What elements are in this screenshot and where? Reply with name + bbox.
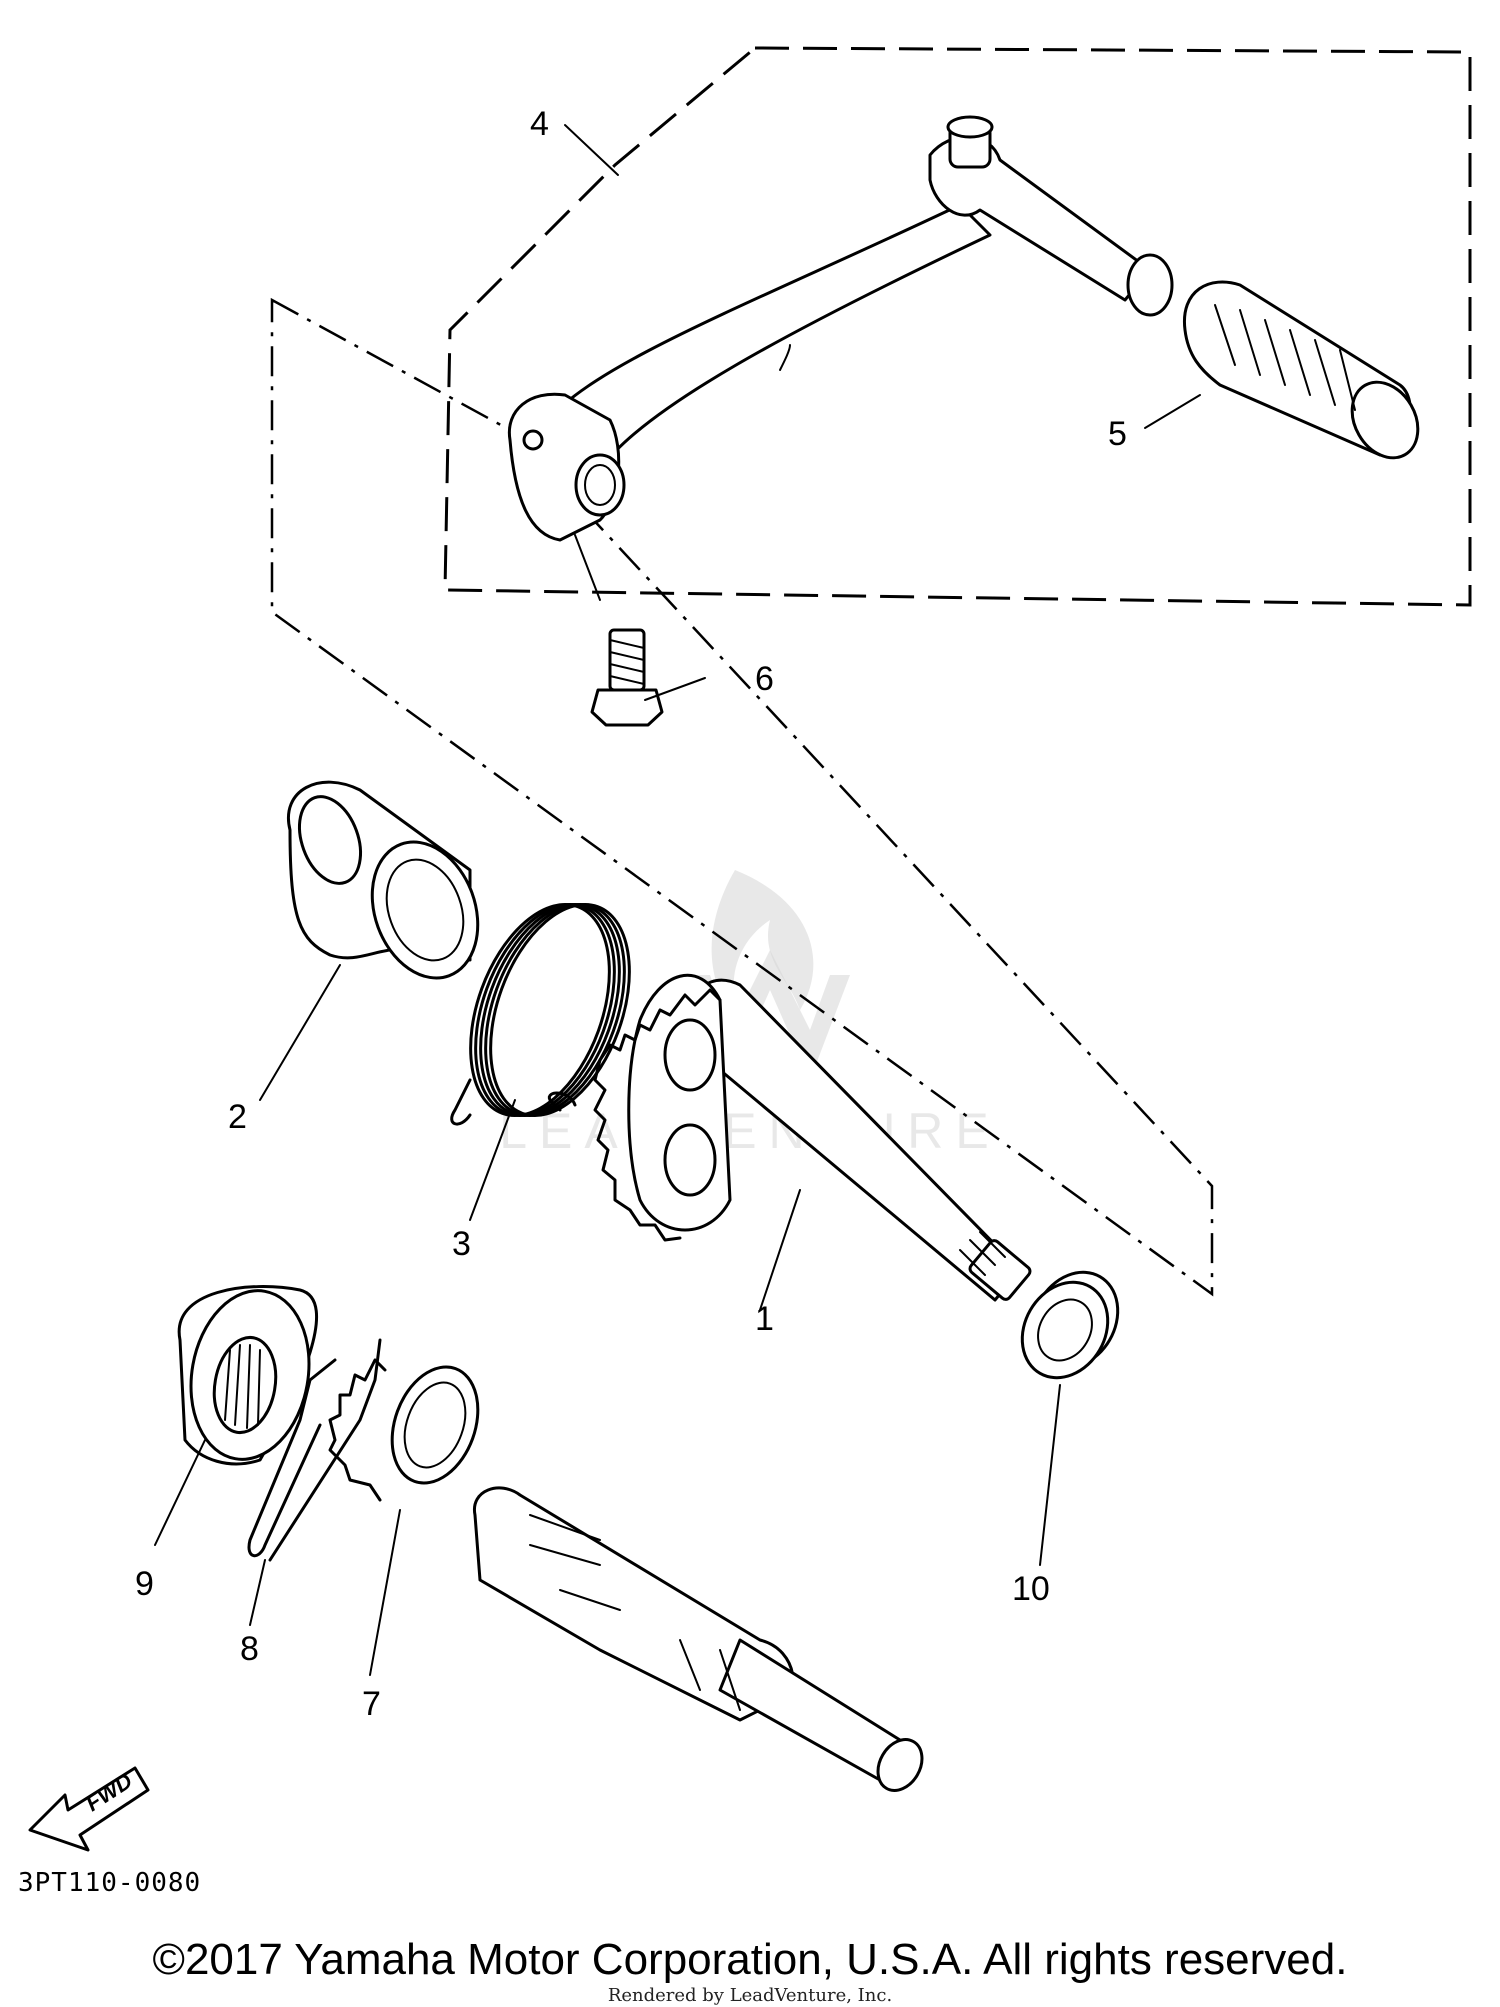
kick-crank-lever — [507, 115, 1174, 542]
assembly-outline — [270, 297, 1214, 1297]
callout-6: 6 — [755, 660, 774, 698]
main-axle — [473, 1486, 924, 1792]
copyright-notice: ©2017 Yamaha Motor Corporation, U.S.A. A… — [152, 1935, 1348, 1984]
callout-5: 5 — [1108, 415, 1127, 453]
leader-lines — [154, 124, 1201, 1676]
callout-8: 8 — [240, 1630, 259, 1668]
kick-gear-shaft — [593, 973, 1032, 1302]
callout-4: 4 — [530, 105, 549, 143]
ratchet-housing — [177, 1285, 318, 1466]
torsion-spring — [450, 902, 631, 1126]
callout-labels: 1 2 3 4 5 6 7 8 9 10 — [135, 105, 1127, 1723]
oil-seal — [1020, 1270, 1120, 1380]
fwd-arrow-icon: FWD — [28, 1766, 150, 1852]
spring-clip — [247, 1338, 382, 1562]
pinion-gear — [328, 1358, 480, 1502]
collar — [287, 780, 480, 980]
rendered-by-note: Rendered by LeadVenture, Inc. — [607, 1985, 893, 2006]
callout-3: 3 — [452, 1225, 471, 1263]
callout-2: 2 — [228, 1098, 247, 1136]
callout-7: 7 — [362, 1685, 381, 1723]
grip — [1182, 280, 1420, 460]
callout-1: 1 — [755, 1300, 774, 1338]
diagram-reference-code: 3PT110-0080 — [18, 1868, 202, 1898]
bolt — [590, 628, 664, 727]
callout-9: 9 — [135, 1565, 154, 1603]
kick-crank-assembly-boundary — [443, 46, 1472, 607]
callout-10: 10 — [1012, 1570, 1050, 1608]
svg-text:LEADVENTURE: LEADVENTURE — [499, 1103, 1001, 1159]
